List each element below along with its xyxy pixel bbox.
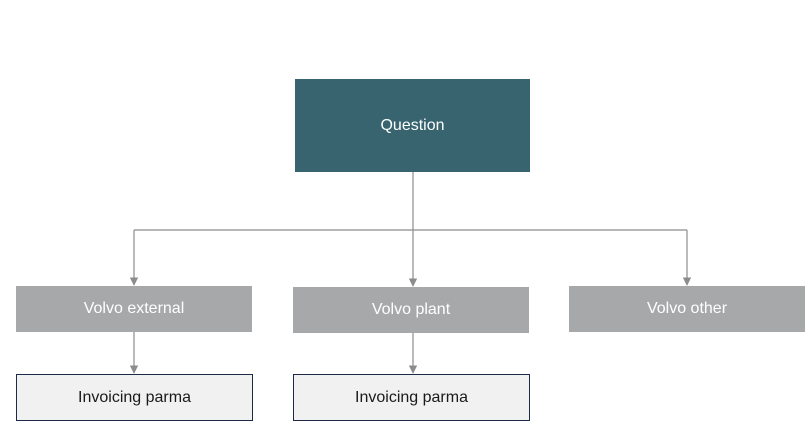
question-node-label: Question <box>380 116 445 134</box>
volvo-plant-label: Volvo plant <box>371 301 451 318</box>
volvo-external-label: Volvo external <box>83 300 185 317</box>
volvo-other-node: Volvo other <box>569 286 805 332</box>
invoicing-parma-plant-node: Invoicing parma <box>293 374 530 421</box>
invoicing-parma-plant-label: Invoicing parma <box>355 388 468 406</box>
volvo-external-node: Volvo external <box>16 286 252 332</box>
invoicing-parma-external-label: Invoicing parma <box>78 388 191 406</box>
question-node: Question <box>295 79 530 172</box>
invoicing-parma-external-node: Invoicing parma <box>16 374 253 421</box>
volvo-other-label: Volvo other <box>646 300 728 317</box>
volvo-plant-node: Volvo plant <box>293 287 529 333</box>
